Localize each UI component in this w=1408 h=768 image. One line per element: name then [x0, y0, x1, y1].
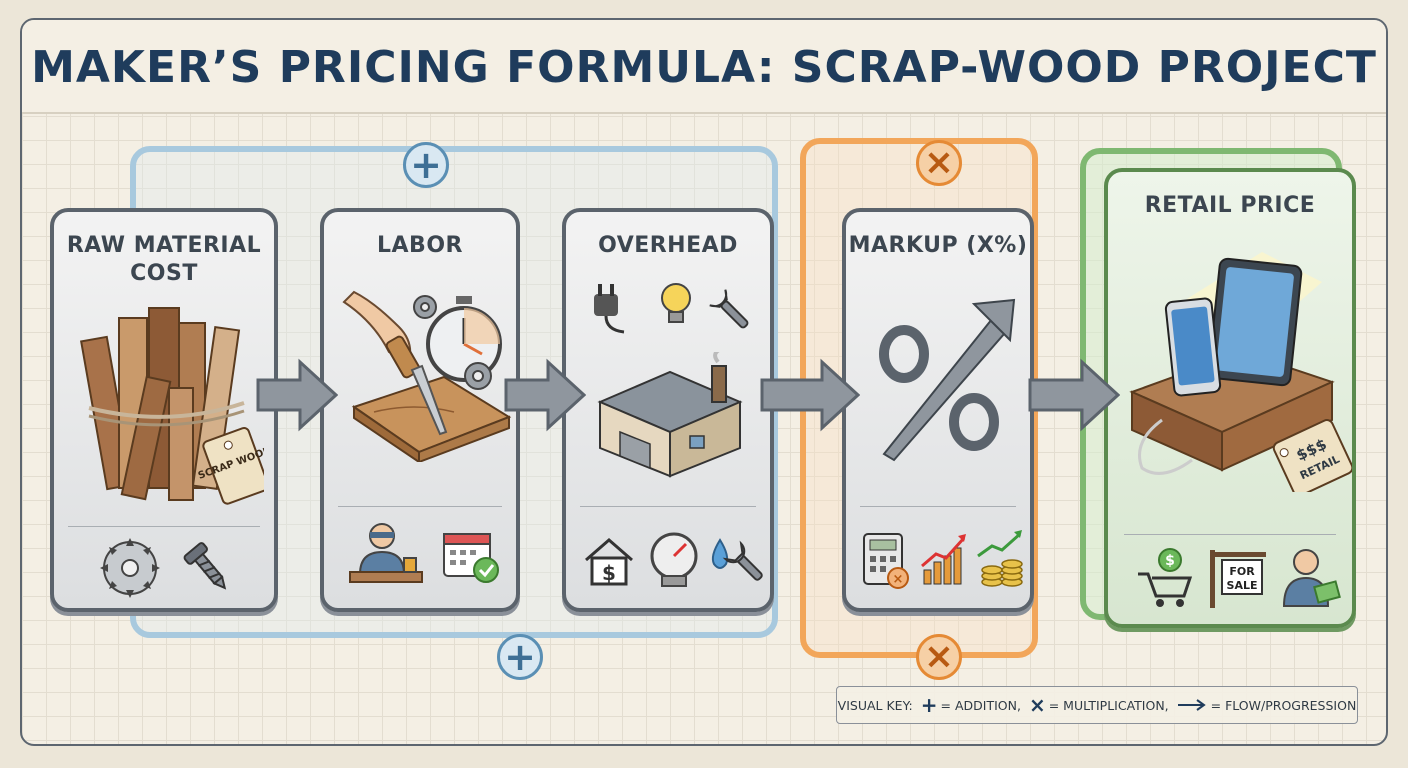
saw-blade-icon: [100, 538, 160, 598]
house-dollar-icon: $: [585, 538, 633, 586]
times-icon: ×: [1028, 693, 1046, 717]
coins-icon: [977, 530, 1023, 587]
plug-icon: [594, 284, 625, 334]
multiplication-operator-bottom: ×: [916, 634, 962, 680]
lightbulb-icon: [661, 283, 691, 323]
visual-key-flow: = FLOW/PROGRESSION: [1210, 697, 1357, 713]
card-divider: [1124, 534, 1336, 535]
plus-icon: +: [504, 635, 536, 679]
card-raw-material: RAW MATERIAL COST SCRAP WOOD: [50, 208, 278, 612]
gear-icon: [413, 295, 437, 319]
chisel-hand-icon: [342, 290, 512, 462]
cart-icon: $: [1138, 548, 1193, 607]
svg-text:$: $: [1165, 553, 1175, 569]
gear-icon: [464, 362, 492, 390]
visual-key-multiplication: = MULTIPLICATION,: [1048, 697, 1169, 713]
card-label: RETAIL PRICE: [1144, 193, 1316, 218]
wood-bundle-icon: SCRAP WOOD: [80, 307, 264, 505]
page-title: MAKER’S PRICING FORMULA: SCRAP-WOOD PROJ…: [31, 42, 1377, 93]
wrench-icon: [709, 289, 749, 329]
card-divider: [338, 506, 502, 507]
growth-chart-icon: [921, 534, 966, 585]
title-band: MAKER’S PRICING FORMULA: SCRAP-WOOD PROJ…: [22, 20, 1386, 114]
worker-icon: [349, 523, 423, 583]
visual-key-prefix: VISUAL KEY:: [837, 697, 913, 713]
plus-icon: +: [920, 693, 938, 717]
card-label: OVERHEAD: [598, 233, 738, 258]
card-label: MARKUP (X%): [848, 233, 1028, 258]
card-label-line2: COST: [130, 261, 198, 286]
screw-icon: [183, 542, 227, 590]
stopwatch-icon: [426, 296, 502, 382]
visual-key: VISUAL KEY: + = ADDITION, × = MULTIPLICA…: [836, 686, 1358, 724]
flow-arrow-1: [256, 358, 338, 432]
water-drop-icon: [711, 538, 763, 581]
addition-operator-top: +: [403, 142, 449, 188]
card-divider: [68, 526, 260, 527]
workshop-building-icon: [597, 352, 743, 478]
gauge-icon: [650, 532, 698, 587]
plus-icon: +: [410, 143, 442, 187]
card-label-line1: RAW MATERIAL: [66, 233, 262, 258]
addition-operator-bottom: +: [497, 634, 543, 680]
sign-line1: FOR: [1229, 565, 1255, 578]
svg-text:$: $: [602, 561, 616, 585]
percent-arrow-icon: [879, 298, 1016, 462]
card-label: LABOR: [377, 233, 463, 258]
calculator-icon: ×: [863, 533, 909, 589]
card-retail-price: RETAIL PRICE $$$ RETAIL $ FOR SALE: [1104, 168, 1356, 628]
card-labor: LABOR: [320, 208, 520, 612]
for-sale-sign-icon: FOR SALE: [1210, 550, 1266, 608]
multiplication-operator-top: ×: [916, 140, 962, 186]
card-divider: [860, 506, 1016, 507]
card-markup: MARKUP (X%) ×: [842, 208, 1034, 612]
flow-arrow-3: [760, 358, 860, 432]
times-icon: ×: [923, 142, 955, 183]
times-icon: ×: [923, 636, 955, 677]
phone-dock-icon: $$$ RETAIL: [1129, 252, 1352, 492]
arrow-right-icon: [1177, 699, 1206, 711]
card-overhead: OVERHEAD $: [562, 208, 774, 612]
card-divider: [580, 506, 756, 507]
flow-arrow-2: [504, 358, 586, 432]
svg-text:×: ×: [893, 572, 904, 587]
visual-key-addition: = ADDITION,: [940, 697, 1021, 713]
flow-arrow-4: [1028, 358, 1120, 432]
sign-line2: SALE: [1227, 579, 1258, 592]
calendar-check-icon: [443, 533, 499, 583]
customer-icon: [1282, 549, 1341, 607]
